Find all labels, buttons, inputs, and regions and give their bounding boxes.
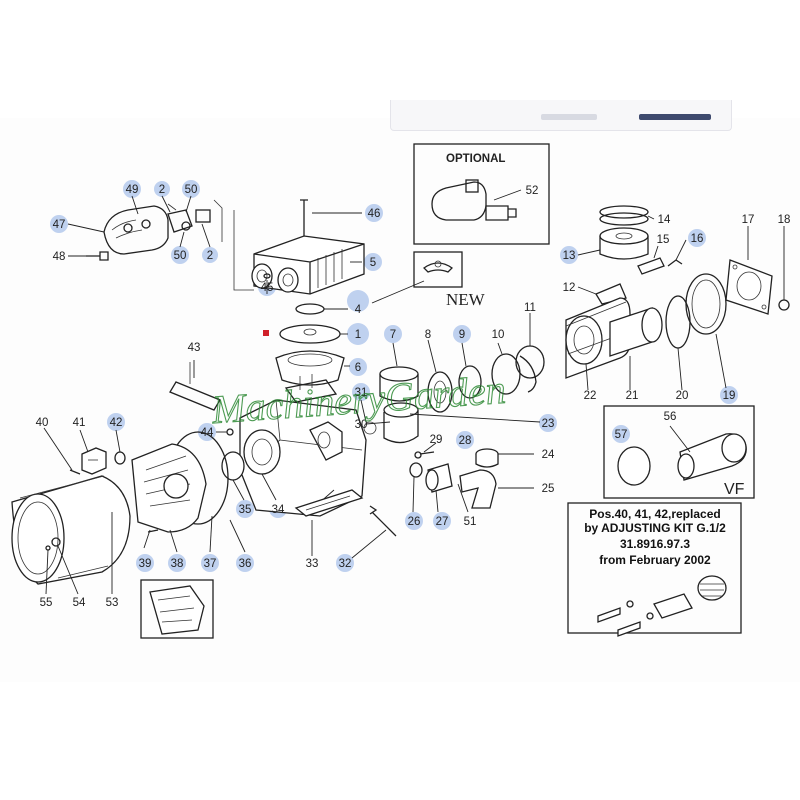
callout-40: 40 bbox=[36, 417, 49, 429]
front-cover-group bbox=[43, 427, 246, 553]
callout-25: 25 bbox=[542, 483, 555, 495]
callout-24: 24 bbox=[542, 449, 555, 461]
callout-56: 56 bbox=[664, 411, 677, 423]
callout-53: 53 bbox=[106, 597, 119, 609]
callout-55: 55 bbox=[40, 597, 53, 609]
callout-9: 9 bbox=[459, 329, 465, 341]
callout-39: 39 bbox=[139, 558, 152, 570]
callout-7: 7 bbox=[390, 329, 396, 341]
callout-26: 26 bbox=[408, 516, 421, 528]
callout-15: 15 bbox=[657, 234, 670, 246]
callout-52: 52 bbox=[526, 185, 539, 197]
callout-47: 47 bbox=[53, 219, 66, 231]
toolbar-button[interactable] bbox=[639, 114, 711, 120]
callout-17: 17 bbox=[742, 214, 755, 226]
callout-29: 29 bbox=[430, 434, 443, 446]
callout-28: 28 bbox=[459, 435, 472, 447]
base-plate bbox=[294, 489, 397, 559]
callout-22: 22 bbox=[584, 390, 597, 402]
callout-19: 19 bbox=[723, 390, 736, 402]
callout-54: 54 bbox=[73, 597, 86, 609]
shaft-group bbox=[565, 205, 790, 391]
callout-57: 57 bbox=[615, 429, 628, 441]
callout-45: 45 bbox=[261, 282, 274, 294]
callout-2-bottom: 2 bbox=[207, 250, 213, 262]
pump-body bbox=[169, 360, 541, 517]
callout-16: 16 bbox=[691, 233, 704, 245]
callout-11: 11 bbox=[524, 302, 536, 314]
callout-33: 33 bbox=[306, 558, 319, 570]
callout-30: 30 bbox=[355, 419, 368, 431]
bell-housing bbox=[11, 475, 131, 595]
callout-42: 42 bbox=[110, 417, 123, 429]
callout-41: 41 bbox=[73, 417, 86, 429]
callout-31: 31 bbox=[355, 387, 368, 399]
callout-8: 8 bbox=[425, 329, 431, 341]
note-line-2: by ADJUSTING KIT G.1/2 bbox=[584, 521, 726, 535]
cap-and-bearing-group bbox=[379, 313, 545, 444]
pump-head-block bbox=[233, 199, 365, 295]
callout-34: 34 bbox=[272, 504, 285, 516]
callout-6: 6 bbox=[355, 362, 361, 374]
callout-50-top: 50 bbox=[185, 184, 198, 196]
callout-32: 32 bbox=[339, 558, 352, 570]
callout-4: 4 bbox=[355, 304, 362, 316]
vf-label: VF bbox=[724, 481, 745, 498]
note-line-1: Pos.40, 41, 42,replaced bbox=[589, 507, 720, 521]
callout-14: 14 bbox=[658, 214, 671, 226]
new-label: NEW bbox=[446, 290, 486, 309]
callout-2-top: 2 bbox=[159, 184, 165, 196]
new-part-box bbox=[371, 251, 463, 304]
callout-43: 43 bbox=[188, 342, 201, 354]
callout-27: 27 bbox=[436, 516, 449, 528]
cover-detail-box bbox=[140, 579, 214, 639]
note-line-3: 31.8916.97.3 bbox=[620, 537, 690, 551]
outlet-fittings bbox=[409, 442, 534, 513]
callout-48: 48 bbox=[53, 251, 66, 263]
valve-cover-assembly bbox=[67, 195, 223, 261]
callout-36: 36 bbox=[239, 558, 252, 570]
callout-21: 21 bbox=[626, 390, 639, 402]
callout-46: 46 bbox=[368, 208, 381, 220]
callout-18: 18 bbox=[778, 214, 791, 226]
callout-38: 38 bbox=[171, 558, 184, 570]
callout-5: 5 bbox=[370, 257, 376, 269]
callout-50-bottom: 50 bbox=[174, 250, 187, 262]
optional-box: OPTIONAL 52 bbox=[413, 143, 550, 245]
red-marker bbox=[263, 330, 269, 336]
adjusting-kit-note: Pos.40, 41, 42,replaced by ADJUSTING KIT… bbox=[567, 502, 742, 637]
toolbar-field bbox=[541, 114, 597, 120]
vf-box: 57 56 VF bbox=[603, 405, 755, 499]
callout-20: 20 bbox=[676, 390, 689, 402]
callout-13: 13 bbox=[563, 250, 576, 262]
optional-title: OPTIONAL bbox=[446, 153, 505, 165]
callout-35: 35 bbox=[239, 504, 252, 516]
callout-12: 12 bbox=[563, 282, 576, 294]
callout-highlights bbox=[50, 180, 738, 572]
callout-23: 23 bbox=[542, 418, 555, 430]
callout-49: 49 bbox=[126, 184, 139, 196]
callout-51: 51 bbox=[464, 516, 477, 528]
diaphragm-stack bbox=[275, 303, 350, 386]
callout-10: 10 bbox=[492, 329, 505, 341]
note-line-4: from February 2002 bbox=[599, 553, 711, 567]
toolbar-strip bbox=[390, 100, 732, 131]
callout-1: 1 bbox=[355, 329, 361, 341]
callout-37: 37 bbox=[204, 558, 217, 570]
